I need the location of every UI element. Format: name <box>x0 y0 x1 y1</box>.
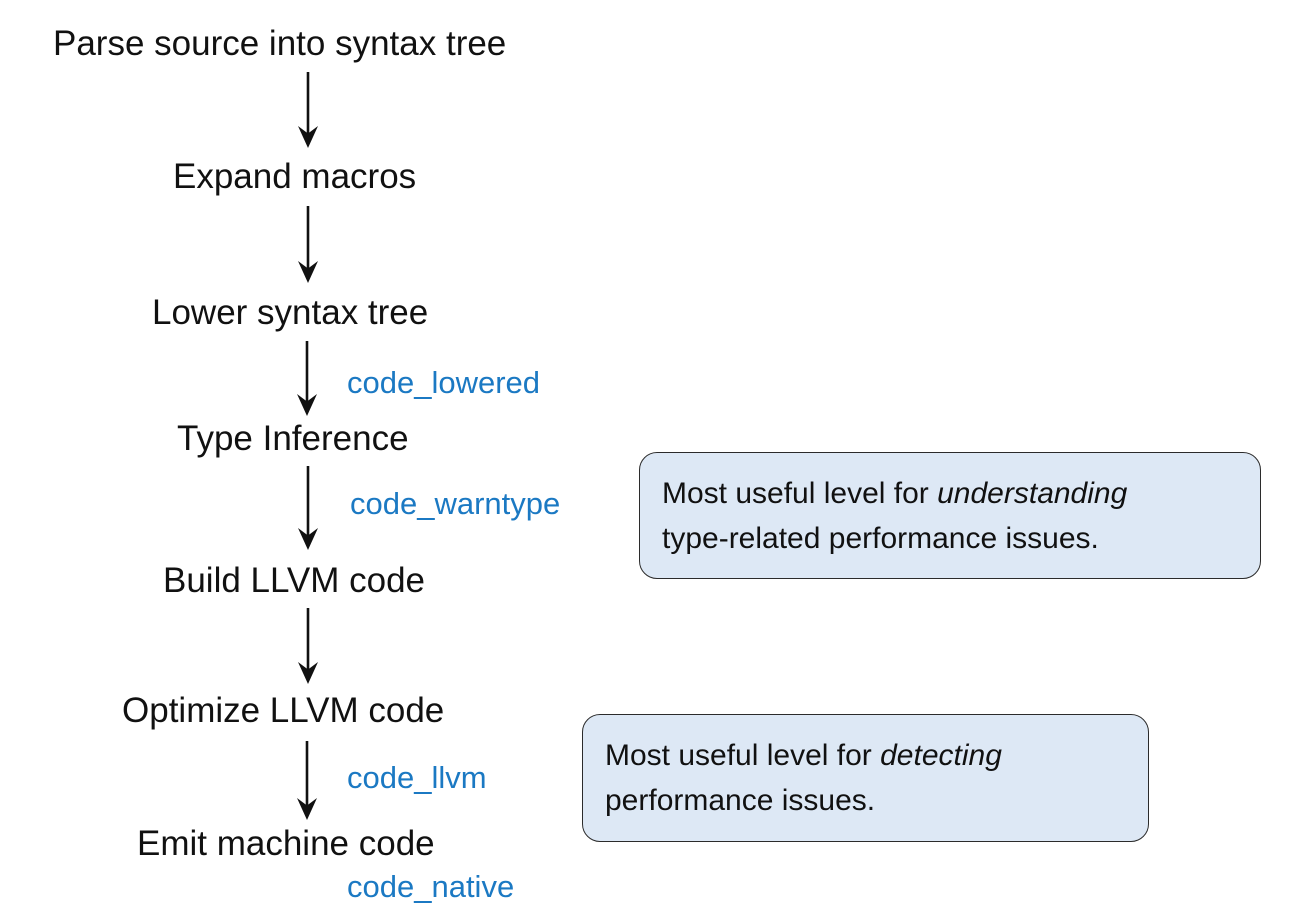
callout-detecting: Most useful level for detecting performa… <box>582 714 1149 842</box>
callout-understanding-line2: type-related performance issues. <box>662 521 1099 555</box>
step-emit-machine-code: Emit machine code <box>137 824 435 863</box>
step-build-llvm-code: Build LLVM code <box>163 561 426 600</box>
code-warntype-label: code_warntype <box>350 486 561 521</box>
callout-emphasis: understanding <box>937 476 1128 510</box>
down-arrow-icon <box>297 341 317 416</box>
down-arrow-icon <box>298 608 318 684</box>
step-parse-source: Parse source into syntax tree <box>53 24 507 63</box>
code-lowered-label: code_lowered <box>347 365 541 400</box>
callout-understanding-line1: Most useful level for understanding <box>662 471 1244 516</box>
callout-understanding: Most useful level for understanding type… <box>639 452 1261 579</box>
code-native-label: code_native <box>347 869 515 904</box>
callout-text: Most useful level for <box>605 739 881 772</box>
step-lower-syntax-tree: Lower syntax tree <box>152 293 429 332</box>
callout-detecting-line1: Most useful level for detecting <box>605 733 1132 778</box>
callout-emphasis: detecting <box>880 739 1002 772</box>
step-expand-macros: Expand macros <box>173 157 417 196</box>
down-arrow-icon <box>298 206 318 283</box>
callout-detecting-line2: performance issues. <box>605 784 876 817</box>
step-optimize-llvm: Optimize LLVM code <box>122 691 445 730</box>
callout-text: Most useful level for <box>662 476 938 510</box>
down-arrow-icon <box>297 741 317 820</box>
step-type-inference: Type Inference <box>177 419 409 458</box>
down-arrow-icon <box>298 466 318 550</box>
code-llvm-label: code_llvm <box>347 760 487 795</box>
down-arrow-icon <box>298 72 318 148</box>
